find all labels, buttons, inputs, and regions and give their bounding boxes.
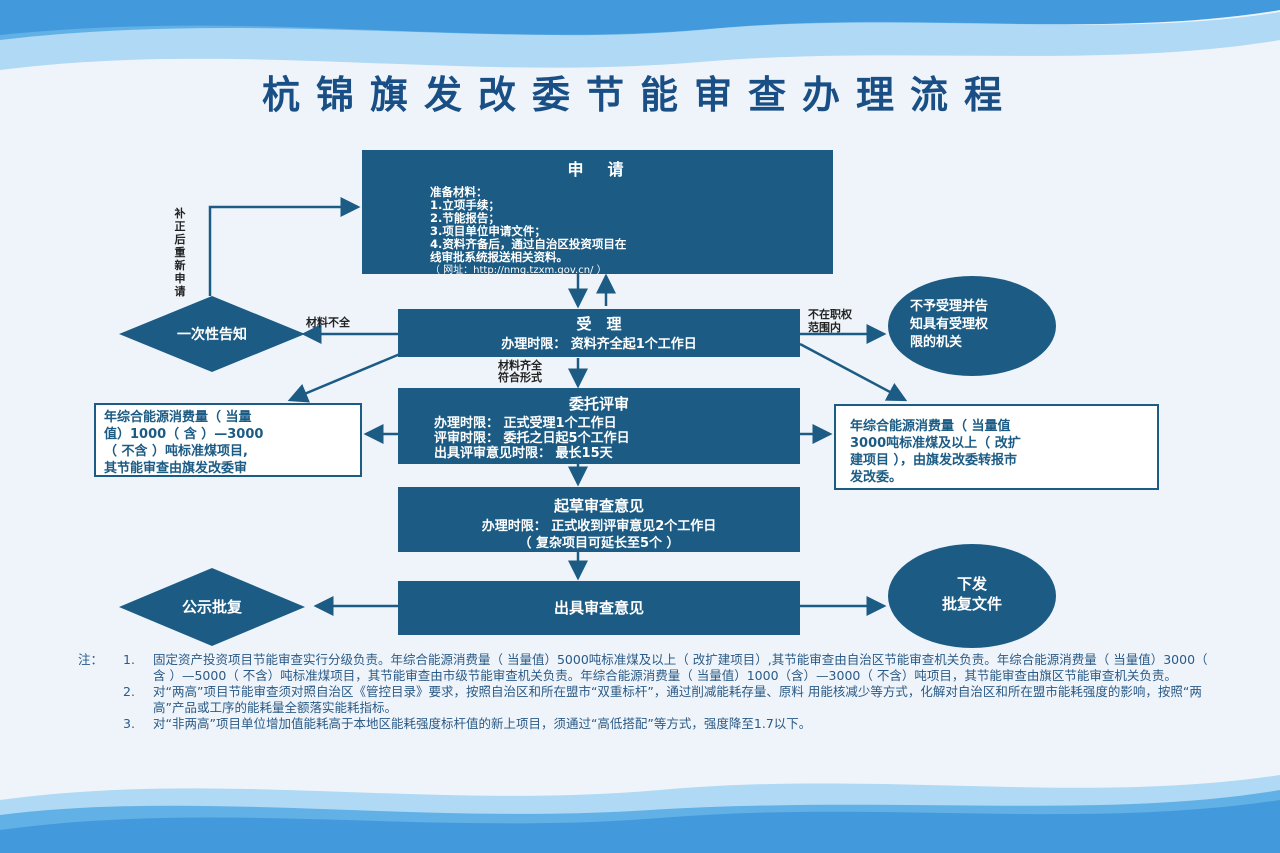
release-line: 批复文件 [941, 595, 1002, 613]
arrow-resubmit [208, 197, 361, 296]
apply-url: （ 网址：http://nmg.tzxm.gov.cn/ ） [430, 265, 607, 276]
complete-line: 符合形式 [498, 371, 542, 384]
draft-heading: 起草审查意见 [553, 497, 644, 515]
entrust-heading: 委托评审 [568, 395, 629, 413]
page-title: 杭锦旗发改委节能审查办理流程 [261, 73, 1018, 117]
note-number: 2. [123, 684, 135, 699]
out-of-scope-label: 不在职权 范围内 [808, 308, 852, 334]
release-ellipse [888, 544, 1056, 648]
apply-line: 线审批系统报送相关资料。 [430, 250, 568, 264]
release-text: 下发 批复文件 [900, 574, 1044, 614]
right-info-line: 年综合能源消费量（ 当量值 [850, 419, 1011, 434]
apply-box: 申 请 准备材料： 1.立项手续； 2.节能报告； 3.项目单位申请文件； 4.… [362, 150, 833, 276]
apply-line: 2.节能报告； [430, 211, 500, 225]
entrust-line: 出具评审意见时限： 最长15天 [434, 446, 613, 461]
accept-heading: 受 理 [576, 315, 622, 333]
note-item: 注： 1. 固定资产投资项目节能审查实行分级负责。年综合能源消费量（ 当量值）5… [78, 652, 1218, 684]
entrust-line: 办理时限： 正式受理1个工作日 [434, 416, 617, 431]
reject-line: 限的机关 [910, 335, 963, 350]
incomplete-label: 材料不全 [306, 316, 350, 329]
apply-line: 3.项目单位申请文件； [430, 224, 546, 238]
out-of-scope-line: 不在职权 [808, 308, 852, 321]
notes: 注： 1. 固定资产投资项目节能审查实行分级负责。年综合能源消费量（ 当量值）5… [78, 652, 1218, 732]
accept-time: 办理时限： 资料齐全起1个工作日 [501, 337, 697, 352]
notify-diamond [119, 296, 305, 372]
note-text: 固定资产投资项目节能审查实行分级负责。年综合能源消费量（ 当量值）5000吨标准… [153, 652, 1208, 683]
reject-text: 不予受理并告 知具有受理权 限的机关 [900, 298, 1044, 352]
resubmit-label: 补正后重新申请 [174, 207, 186, 298]
left-info-line: （ 不含 ）吨标准煤项目, [104, 444, 248, 459]
left-info-box: 年综合能源消费量（ 当量 值）1000（ 含 ）—3000 （ 不含 ）吨标准煤… [94, 403, 362, 477]
issue-heading: 出具审查意见 [553, 599, 644, 617]
reject-line: 知具有受理权 [910, 317, 989, 332]
draft-box: 起草审查意见 办理时限： 正式收到评审意见2个工作日 （ 复杂项目可延长至5个 … [398, 487, 800, 552]
complete-label: 材料齐全 符合形式 [498, 360, 542, 384]
left-info-line: 其节能审查由旗发改委审 [104, 461, 248, 476]
release-line: 下发 [956, 575, 987, 593]
draft-line: （ 复杂项目可延长至5个 ） [518, 536, 680, 551]
arrow-accept-to-right [799, 342, 908, 402]
right-info-line: 3000吨标准煤及以上（ 改扩 [850, 436, 1021, 451]
left-info-line: 值）1000（ 含 ）—3000 [104, 427, 264, 442]
out-of-scope-line: 范围内 [808, 321, 841, 334]
right-info-line: 建项目 ），由旗发改委转报市 [850, 453, 1018, 468]
reject-ellipse [888, 276, 1056, 376]
entrust-line: 评审时限： 委托之日起5个工作日 [434, 431, 630, 446]
right-info-box: 年综合能源消费量（ 当量值 3000吨标准煤及以上（ 改扩 建项目 ），由旗发改… [834, 404, 1159, 490]
reject-line: 不予受理并告 [910, 299, 989, 314]
note-item: 3. 对“非两高”项目单位增加值能耗高于本地区能耗强度标杆值的新上项目，须通过“… [78, 716, 1218, 732]
left-info-line: 年综合能源消费量（ 当量 [104, 410, 252, 425]
apply-line: 4.资料齐备后，通过自治区投资项目在 [430, 237, 627, 251]
apply-line: 1.立项手续； [430, 198, 500, 212]
right-info-line: 发改委。 [850, 470, 903, 485]
notify-text: 一次性告知 [177, 327, 247, 343]
note-text: 对“非两高”项目单位增加值能耗高于本地区能耗强度标杆值的新上项目，须通过“高低搭… [153, 716, 812, 731]
publicize-text: 公示批复 [181, 598, 242, 616]
entrust-box: 委托评审 办理时限： 正式受理1个工作日 评审时限： 委托之日起5个工作日 出具… [398, 388, 800, 464]
publicize-diamond [119, 568, 305, 646]
apply-heading: 申 请 [567, 160, 628, 179]
complete-line: 材料齐全 [498, 359, 542, 372]
accept-box: 受 理 办理时限： 资料齐全起1个工作日 [398, 309, 800, 357]
note-item: 2. 对“两高”项目节能审查须对照自治区《管控目录》要求，按照自治区和所在盟市“… [78, 684, 1218, 716]
draft-line: 办理时限： 正式收到评审意见2个工作日 [481, 519, 717, 534]
notes-lead: 注： [78, 652, 104, 667]
note-text: 对“两高”项目节能审查须对照自治区《管控目录》要求，按照自治区和所在盟市“双重标… [153, 684, 1202, 715]
issue-box: 出具审查意见 [398, 581, 800, 635]
note-number: 1. [123, 652, 135, 667]
arrow-accept-to-left [287, 352, 401, 403]
note-number: 3. [123, 716, 135, 731]
apply-line: 准备材料： [430, 185, 488, 199]
